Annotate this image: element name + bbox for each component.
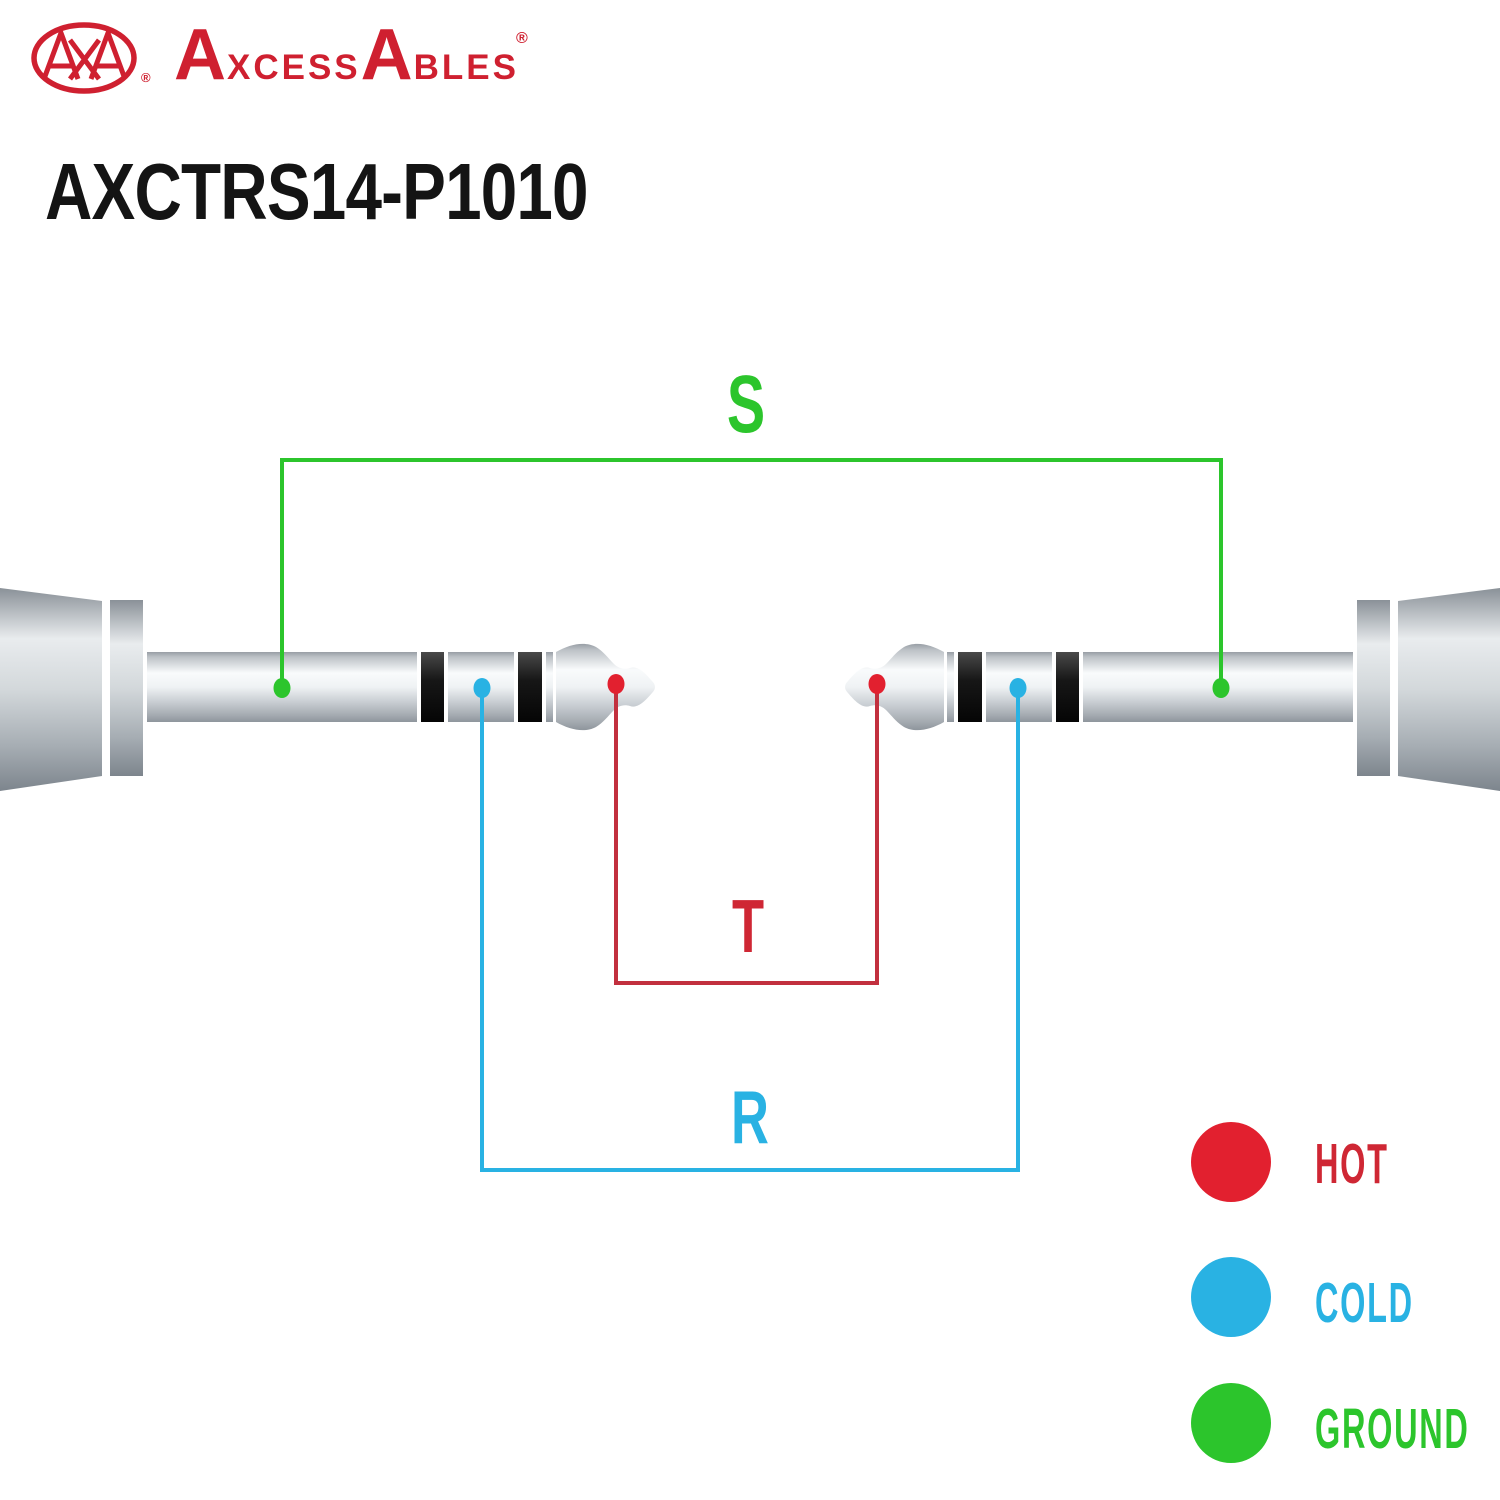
brand-letter-a2: A <box>360 15 414 95</box>
brand-letters-xcess: XCESS <box>227 48 361 87</box>
insulator-gap <box>444 652 448 722</box>
right-plug <box>845 588 1500 791</box>
insulator-gap <box>417 652 421 722</box>
brand-logo-icon <box>31 22 137 94</box>
legend-ground-swatch <box>1191 1383 1271 1463</box>
plug-collar-ring <box>110 600 143 776</box>
ring-dot-right <box>1009 678 1027 698</box>
product-title: AXCTRS14-P1010 <box>45 147 589 236</box>
plug-insulator-band-1 <box>421 652 444 722</box>
brand-wordmark: AXCESSABLES <box>174 14 519 96</box>
brand-letter-a1: A <box>174 15 227 95</box>
legend-hot-swatch <box>1191 1122 1271 1202</box>
ring-cold-wire <box>480 688 1020 1172</box>
tip-hot-wire <box>614 684 879 985</box>
plug-body-cone <box>0 588 102 791</box>
tip-dot-left <box>607 674 625 694</box>
ring-label: R <box>731 1075 769 1160</box>
sleeve-ground-wire <box>280 458 1223 688</box>
sleeve-dot-right <box>1212 678 1230 698</box>
left-plug <box>0 588 655 791</box>
ring-dot-left <box>473 678 491 698</box>
legend-hot-label: HOT <box>1315 1131 1389 1195</box>
tip-label: T <box>732 884 764 969</box>
logo-registered-mark: ® <box>141 70 151 85</box>
wordmark-registered-mark: ® <box>516 30 528 47</box>
legend-cold-swatch <box>1191 1257 1271 1337</box>
sleeve-label: S <box>727 358 765 450</box>
legend-cold-label: COLD <box>1315 1270 1414 1334</box>
logo-oval <box>31 22 137 94</box>
brand-letters-bles: BLES <box>413 48 520 87</box>
insulator-gap <box>514 652 518 722</box>
tip-dot-right <box>868 674 886 694</box>
plug-insulator-band-2 <box>518 652 542 722</box>
legend-ground-label: GROUND <box>1315 1396 1470 1460</box>
plug-sleeve-shaft <box>147 652 553 722</box>
insulator-gap <box>542 652 546 722</box>
logo-axa-monogram <box>41 25 128 81</box>
legend: HOT COLD GROUND <box>1191 1122 1470 1463</box>
sleeve-dot-left <box>273 678 291 698</box>
plug-tip <box>556 643 655 731</box>
